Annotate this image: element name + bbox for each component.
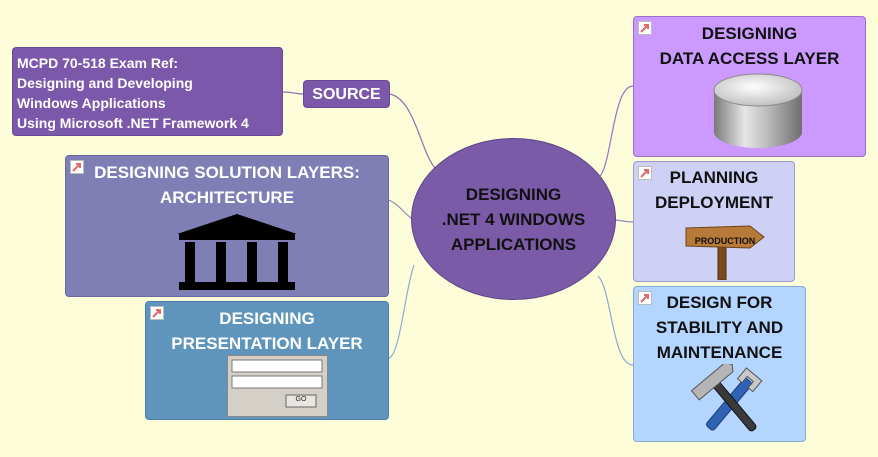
source-note-line: Windows Applications xyxy=(17,95,166,111)
database-cylinder-icon xyxy=(713,73,803,148)
columns-building-icon xyxy=(177,214,297,290)
login-form-icon xyxy=(227,355,328,417)
source-topic-label: SOURCE xyxy=(312,86,381,103)
topic-title-line: DESIGNING xyxy=(701,24,798,43)
signpost-icon xyxy=(685,225,765,280)
source-note-line: MCPD 70-518 Exam Ref: xyxy=(17,55,179,71)
central-topic-line: APPLICATIONS xyxy=(450,234,577,254)
source-note-line: Using Microsoft .NET Framework 4 xyxy=(17,115,249,131)
hyperlink-arrow-icon[interactable] xyxy=(150,306,164,320)
central-topic-line: DESIGNING xyxy=(465,184,562,204)
topic-title-line: PLANNING xyxy=(669,168,759,187)
signpost-text: PRODUCTION xyxy=(694,236,756,246)
central-topic-line: .NET 4 WINDOWS xyxy=(441,209,586,229)
connector-data-access xyxy=(597,85,634,179)
hyperlink-arrow-icon[interactable] xyxy=(638,166,652,180)
topic-title-line: DESIGN FOR xyxy=(666,293,773,312)
source-topic[interactable]: SOURCE xyxy=(303,80,390,108)
topic-title-line: DEPLOYMENT xyxy=(654,193,774,212)
source-note-line: Designing and Developing xyxy=(17,75,193,91)
topic-title-line: DESIGNING xyxy=(219,309,315,328)
topic-title-line: STABILITY AND xyxy=(655,318,784,337)
connector-presentation xyxy=(388,264,415,359)
central-topic[interactable]: DESIGNING .NET 4 WINDOWS APPLICATIONS xyxy=(411,138,616,300)
topic-planning-deployment[interactable]: PLANNING DEPLOYMENT xyxy=(633,161,795,282)
connector-source-note xyxy=(282,91,304,95)
connector-deployment xyxy=(613,219,634,223)
topic-title-line: DESIGNING SOLUTION LAYERS: xyxy=(94,163,360,182)
topic-title-line: DATA ACCESS LAYER xyxy=(659,49,840,68)
source-note: MCPD 70-518 Exam Ref: Designing and Deve… xyxy=(12,47,283,136)
wrench-hammer-icon xyxy=(690,364,763,432)
topic-title-line: ARCHITECTURE xyxy=(159,188,295,207)
connector-source xyxy=(389,93,436,169)
hyperlink-arrow-icon[interactable] xyxy=(70,160,84,174)
connector-stability xyxy=(597,275,634,366)
hyperlink-arrow-icon[interactable] xyxy=(638,21,652,35)
topic-title-line: PRESENTATION LAYER xyxy=(171,334,363,353)
topic-title-line: MAINTENANCE xyxy=(656,343,783,362)
go-button-label: GO xyxy=(295,396,307,403)
hyperlink-arrow-icon[interactable] xyxy=(638,291,652,305)
